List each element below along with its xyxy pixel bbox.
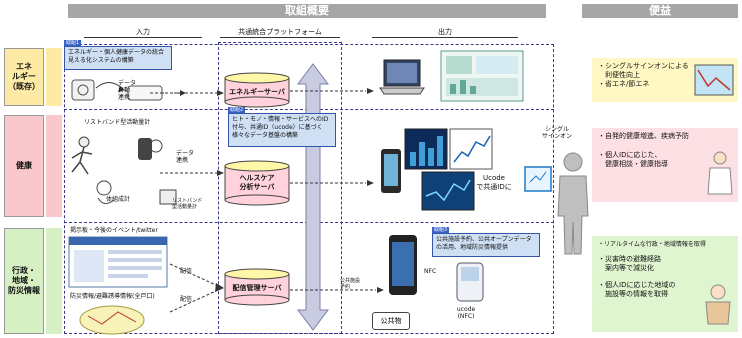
vertical-double-arrow — [297, 63, 329, 331]
health-server-to-output-arrow — [290, 180, 374, 186]
healthcare-server-label: ヘルスケア 分析サーバ — [239, 174, 275, 191]
callout-tag-2: 取組2 — [228, 107, 246, 113]
row-label-health: 健康 — [4, 115, 44, 217]
benefit-energy-line-1: ・シングルサインオンによる — [598, 62, 689, 70]
callout-text-2: ヒト・モノ・情報・サービスへのID付与、共通ID（ucode）に基づく様々なデー… — [232, 116, 329, 139]
facility-reservation-label: 公共施設 予約 — [340, 278, 361, 290]
disaster-info-label: 防災情報/避難誘導情報(全戸口) — [70, 293, 155, 300]
energy-server-to-laptop-arrow — [290, 88, 374, 94]
bulletin-board-screenshot — [68, 236, 168, 288]
health-data-link-label: データ 連携 — [176, 150, 195, 164]
benefits-header: 便益 — [582, 4, 738, 18]
data-auto-link-label: データ 自動 連携 — [118, 80, 137, 101]
overview-header: 取組概要 — [68, 4, 546, 18]
health-dashboard-panels — [404, 128, 493, 211]
platform-column-header: 共通統合プラットフォーム — [220, 27, 340, 38]
health-to-server-arrow — [160, 170, 224, 176]
smartphone-health-icon — [381, 149, 401, 193]
health-input-illustration — [71, 136, 177, 205]
delivery-label-2: 配信 — [180, 296, 193, 303]
energy-dashboard-screen — [440, 50, 524, 102]
healthcare-server-cylinder — [224, 160, 290, 206]
benefit-energy-line-2: 利便性向上 — [598, 71, 640, 79]
laptop-icon — [379, 59, 425, 95]
callout-initiative-2: 取組2 ヒト・モノ・情報・サービスへのID付与、共通ID（ucode）に基づく様… — [228, 107, 336, 147]
row-label-energy: エネ ルギー （既存） — [4, 48, 44, 106]
event-twitter-label: 掲示板・今後のイベント/twitter — [70, 227, 158, 234]
benefit-health-line-2: ・個人IDに応じた、 — [598, 151, 662, 159]
energy-graph-thumbnail — [694, 64, 734, 96]
benefit-health-line-1: ・自発的健康増進、疾病予防 — [598, 132, 689, 140]
benefit-box-health: ・自発的健康増進、疾病予防 ・個人IDに応じた、 健康相談・健康指導 — [592, 128, 738, 202]
benefit-health-line-3: 健康相談・健康指導 — [598, 160, 668, 168]
callout-tag-3: 取組3 — [432, 227, 450, 233]
smartphone-admin-icon — [389, 235, 417, 295]
callout-tag-1: 取組1 — [64, 40, 82, 46]
input-column-header: 入力 — [84, 27, 202, 38]
body-scale-label: 体組成計 — [106, 196, 131, 203]
energy-server-label: エネルギーサーバ — [229, 88, 285, 96]
benefit-admin-line-4: ・個人IDに応じた地域の — [598, 281, 676, 289]
nfc-reader-icon — [456, 262, 484, 302]
id-card-icon — [524, 166, 552, 192]
benefit-energy-line-3: ・省エネ/節エネ — [598, 80, 650, 88]
admin-to-server-arrows — [169, 263, 224, 313]
benefit-admin-line-5: 施設等の情報を取得 — [598, 290, 668, 298]
callout-initiative-3: 取組3 公共施設予約、公共オープンデータの活用、地域防災情報提供 — [432, 227, 540, 257]
callout-text-3: 公共施設予約、公共オープンデータの活用、地域防災情報提供 — [436, 236, 532, 251]
health-row-band — [46, 115, 62, 217]
callout-initiative-1: 取組1 エネルギー・個人健康データの統合見える化システムの構築 — [64, 40, 172, 70]
delivery-server-cylinder — [224, 268, 290, 306]
wristband-label: リストバンド型活動量計 — [84, 119, 151, 126]
benefit-admin-line-1: ・リアルタイムな行政・地域情報を取得 — [598, 241, 706, 248]
row-label-admin: 行政・ 地域・ 防災情報 — [4, 228, 44, 334]
output-column-header: 出力 — [372, 27, 518, 38]
delivery-server-label: 配信管理サーバ — [232, 284, 282, 292]
single-signon-label: シングル サインオン — [541, 126, 572, 140]
platform-dashed-frame — [218, 42, 342, 334]
doctor-illustration — [707, 151, 733, 195]
energy-server-cylinder — [224, 72, 290, 108]
wristband-small-label: リストバンド 型活動量計 — [172, 198, 203, 210]
callout-text-1: エネルギー・個人健康データの統合見える化システムの構築 — [68, 49, 165, 64]
nfc-label: NFC — [424, 268, 437, 275]
public-facility-box: 公共物 — [372, 312, 410, 330]
energy-row-band — [46, 48, 62, 106]
benefit-admin-line-3: 案内等で減災化 — [598, 264, 654, 272]
ucode-nfc-label: ucode (NFC) — [456, 306, 476, 320]
disaster-map-illustration — [79, 305, 145, 335]
benefit-admin-line-2: ・災害時の避難経路 — [598, 255, 661, 263]
ucode-common-id-label: Ucode で共通IDに — [476, 174, 512, 191]
elderly-person-illustration — [705, 284, 731, 325]
delivery-server-to-phone-arrow — [290, 287, 384, 293]
admin-row-band — [46, 228, 62, 334]
person-silhouette-icon — [557, 152, 589, 255]
energy-to-server-arrow — [150, 90, 224, 96]
